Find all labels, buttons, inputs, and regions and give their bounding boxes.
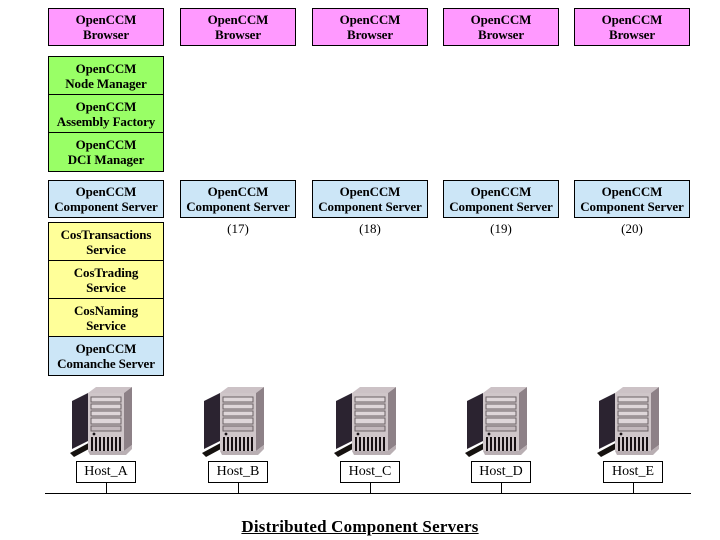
component-server-number-host-e: (20): [621, 221, 643, 236]
component-server-line1: OpenCCM: [75, 184, 137, 199]
cos-trading-service-box[interactable]: CosTrading Service: [49, 261, 163, 299]
component-server-line2: Component Server: [449, 199, 553, 214]
component-server-line2: Component Server: [186, 199, 290, 214]
component-server-line1: OpenCCM: [601, 184, 663, 199]
computer-tower-host-c: [330, 383, 402, 461]
cos-transactions-line2: Service: [86, 241, 126, 257]
dci-manager-box[interactable]: OpenCCM DCI Manager: [49, 133, 163, 171]
cos-services-stack-host-a: CosTransactions Service CosTrading Servi…: [48, 222, 164, 376]
computer-tower-host-b: [198, 383, 270, 461]
assembly-factory-line1: OpenCCM: [75, 98, 137, 114]
browser-label-line1: OpenCCM: [339, 12, 401, 27]
browser-label-line1: OpenCCM: [207, 12, 269, 27]
component-server-line2: Component Server: [580, 199, 684, 214]
component-server-line2: Component Server: [54, 199, 158, 214]
cos-trading-line2: Service: [86, 279, 126, 295]
browser-label-line2: Browser: [83, 27, 129, 42]
comanche-server-line1: OpenCCM: [75, 341, 137, 356]
node-manager-line1: OpenCCM: [75, 60, 137, 76]
browser-label-line1: OpenCCM: [601, 12, 663, 27]
dci-manager-line2: DCI Manager: [67, 152, 145, 167]
component-server-line1: OpenCCM: [470, 184, 532, 199]
node-manager-box[interactable]: OpenCCM Node Manager: [49, 57, 163, 95]
browser-box-host-d[interactable]: OpenCCM Browser: [443, 8, 559, 46]
computer-tower-host-e: [593, 383, 665, 461]
component-server-box-host-d[interactable]: OpenCCM Component Server: [443, 180, 559, 218]
browser-label-line2: Browser: [215, 27, 261, 42]
bus-wire-host-a: [106, 483, 107, 494]
cos-trading-line1: CosTrading: [73, 264, 139, 280]
host-label-e[interactable]: Host_E: [603, 461, 663, 483]
host-label-b[interactable]: Host_B: [208, 461, 268, 483]
component-server-box-host-c[interactable]: OpenCCM Component Server: [312, 180, 428, 218]
browser-box-host-c[interactable]: OpenCCM Browser: [312, 8, 428, 46]
cos-transactions-service-box[interactable]: CosTransactions Service: [49, 223, 163, 261]
component-server-box-host-e[interactable]: OpenCCM Component Server: [574, 180, 690, 218]
network-bus-line: [45, 493, 691, 494]
browser-label-line2: Browser: [609, 27, 655, 42]
component-server-number-host-d: (19): [490, 221, 512, 236]
computer-tower-host-a: [66, 383, 138, 461]
bus-wire-host-b: [238, 483, 239, 494]
comanche-server-line2: Comanche Server: [57, 356, 155, 371]
component-server-box-host-a[interactable]: OpenCCM Component Server: [48, 180, 164, 218]
cos-naming-line2: Service: [86, 317, 126, 333]
assembly-factory-line2: Assembly Factory: [56, 113, 156, 129]
node-manager-line2: Node Manager: [65, 75, 147, 91]
host-label-c[interactable]: Host_C: [340, 461, 400, 483]
browser-label-line2: Browser: [478, 27, 524, 42]
component-server-box-host-b[interactable]: OpenCCM Component Server: [180, 180, 296, 218]
comanche-server-box[interactable]: OpenCCM Comanche Server: [49, 337, 163, 375]
cos-naming-service-box[interactable]: CosNaming Service: [49, 299, 163, 337]
browser-label-line2: Browser: [347, 27, 393, 42]
browser-box-host-e[interactable]: OpenCCM Browser: [574, 8, 690, 46]
cos-naming-line1: CosNaming: [73, 302, 139, 318]
assembly-factory-box[interactable]: OpenCCM Assembly Factory: [49, 95, 163, 133]
node-services-stack-host-a: OpenCCM Node Manager OpenCCM Assembly Fa…: [48, 56, 164, 172]
computer-tower-host-d: [461, 383, 533, 461]
browser-box-host-a[interactable]: OpenCCM Browser: [48, 8, 164, 46]
component-server-line1: OpenCCM: [339, 184, 401, 199]
bus-wire-host-c: [370, 483, 371, 494]
browser-label-line1: OpenCCM: [470, 12, 532, 27]
cos-transactions-line1: CosTransactions: [60, 226, 152, 242]
diagram-title: Distributed Component Servers: [241, 517, 479, 536]
bus-wire-host-d: [501, 483, 502, 494]
browser-label-line1: OpenCCM: [75, 12, 137, 27]
component-server-line2: Component Server: [318, 199, 422, 214]
host-label-a[interactable]: Host_A: [76, 461, 136, 483]
host-label-d[interactable]: Host_D: [471, 461, 531, 483]
bus-wire-host-e: [633, 483, 634, 494]
component-server-line1: OpenCCM: [207, 184, 269, 199]
dci-manager-line1: OpenCCM: [75, 137, 137, 152]
component-server-number-host-c: (18): [359, 221, 381, 236]
browser-box-host-b[interactable]: OpenCCM Browser: [180, 8, 296, 46]
component-server-number-host-b: (17): [227, 221, 249, 236]
